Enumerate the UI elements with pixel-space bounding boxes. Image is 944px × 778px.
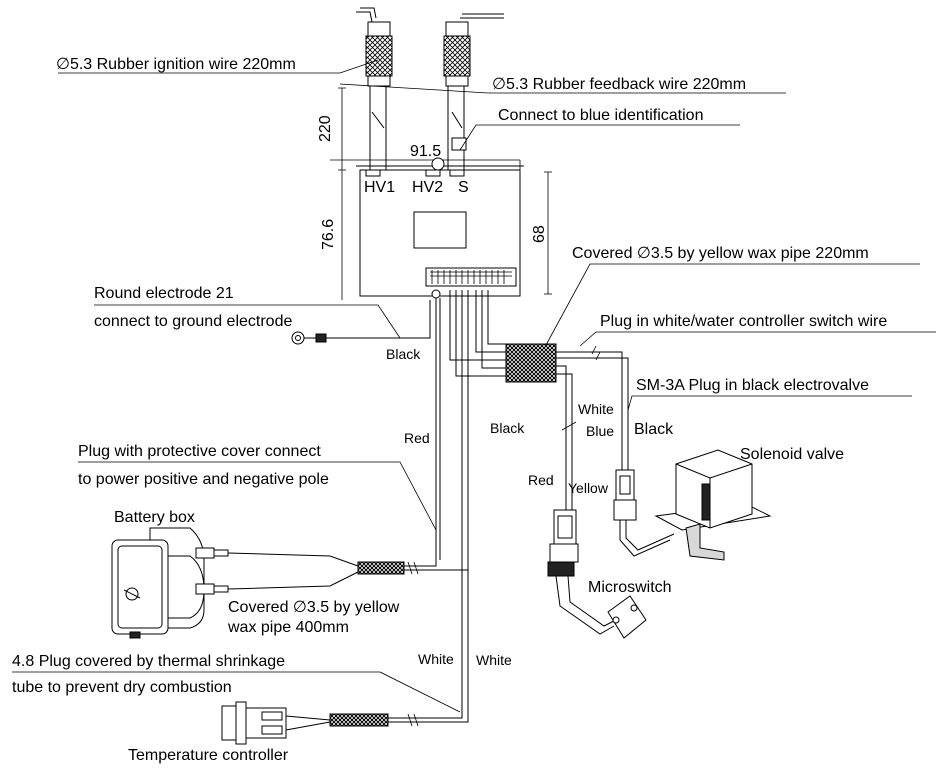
label-sm3a: SM-3A Plug in black electrovalve <box>636 377 869 394</box>
label-microswitch: Microswitch <box>588 579 672 596</box>
label-black-ground: Black <box>386 346 421 362</box>
dimension-91-5: 91.5 <box>410 143 441 160</box>
label-connect-blue: Connect to blue identification <box>498 107 703 124</box>
label-blue-wire: Blue <box>586 423 614 439</box>
label-round-electrode: Round electrode 21 <box>94 285 234 302</box>
label-yellow-wax-400-2: wax pipe 400mm <box>227 619 349 636</box>
dimension-220: 220 <box>317 115 334 142</box>
label-solenoid-valve: Solenoid valve <box>740 446 844 463</box>
battery-leads <box>195 547 359 595</box>
battery-box <box>111 527 205 639</box>
label-battery-box: Battery box <box>114 509 195 526</box>
label-plug-cover-2: to power positive and negative pole <box>78 471 329 488</box>
label-plug-cover-1: Plug with protective cover connect <box>78 443 321 460</box>
label-plug48-1: 4.8 Plug covered by thermal shrinkage <box>12 653 285 670</box>
label-black-battery: Black <box>490 420 525 436</box>
label-black-valve: Black <box>634 421 674 438</box>
pipe-output-wires <box>556 345 629 510</box>
label-yellow-wax-400-1: Covered ∅3.5 by yellow <box>228 599 400 616</box>
label-feedback-wire: ∅5.3 Rubber feedback wire 220mm <box>492 76 746 93</box>
dimension-76-6: 76.6 <box>320 219 337 250</box>
controller-box <box>356 157 524 299</box>
label-red-battery: Red <box>404 430 430 446</box>
label-temperature-controller: Temperature controller <box>128 747 289 764</box>
thermal-shrink-tube <box>329 713 389 727</box>
temperature-controller <box>221 701 331 745</box>
label-white-temp-2: White <box>476 652 512 668</box>
yellow-wax-pipe-220 <box>505 343 557 383</box>
dimension-68: 68 <box>531 225 548 243</box>
terminal-s: S <box>458 179 469 196</box>
label-white-wire: White <box>578 401 614 417</box>
label-plug-white-water: Plug in white/water controller switch wi… <box>600 313 887 330</box>
label-white-temp-1: White <box>418 651 454 667</box>
harness-wires <box>340 290 506 712</box>
terminal-hv1: HV1 <box>364 179 395 196</box>
label-plug48-2: tube to prevent dry combustion <box>12 679 232 696</box>
terminal-hv2: HV2 <box>412 179 443 196</box>
ground-electrode <box>291 331 340 345</box>
solenoid-valve <box>654 449 772 561</box>
yellow-wax-pipe-400 <box>357 561 405 575</box>
sm3a-plug <box>613 469 675 557</box>
label-yellow-wire: Yellow <box>568 480 609 496</box>
label-red-microswitch: Red <box>528 472 554 488</box>
label-ground-electrode: connect to ground electrode <box>94 313 292 330</box>
label-ignition-wire: ∅5.3 Rubber ignition wire 220mm <box>56 56 296 73</box>
label-yellow-wax-220: Covered ∅3.5 by yellow wax pipe 220mm <box>572 245 869 262</box>
ignition-electrode-connector <box>356 7 393 170</box>
feedback-electrode-connector <box>443 13 504 170</box>
microswitch-assembly <box>547 509 647 639</box>
